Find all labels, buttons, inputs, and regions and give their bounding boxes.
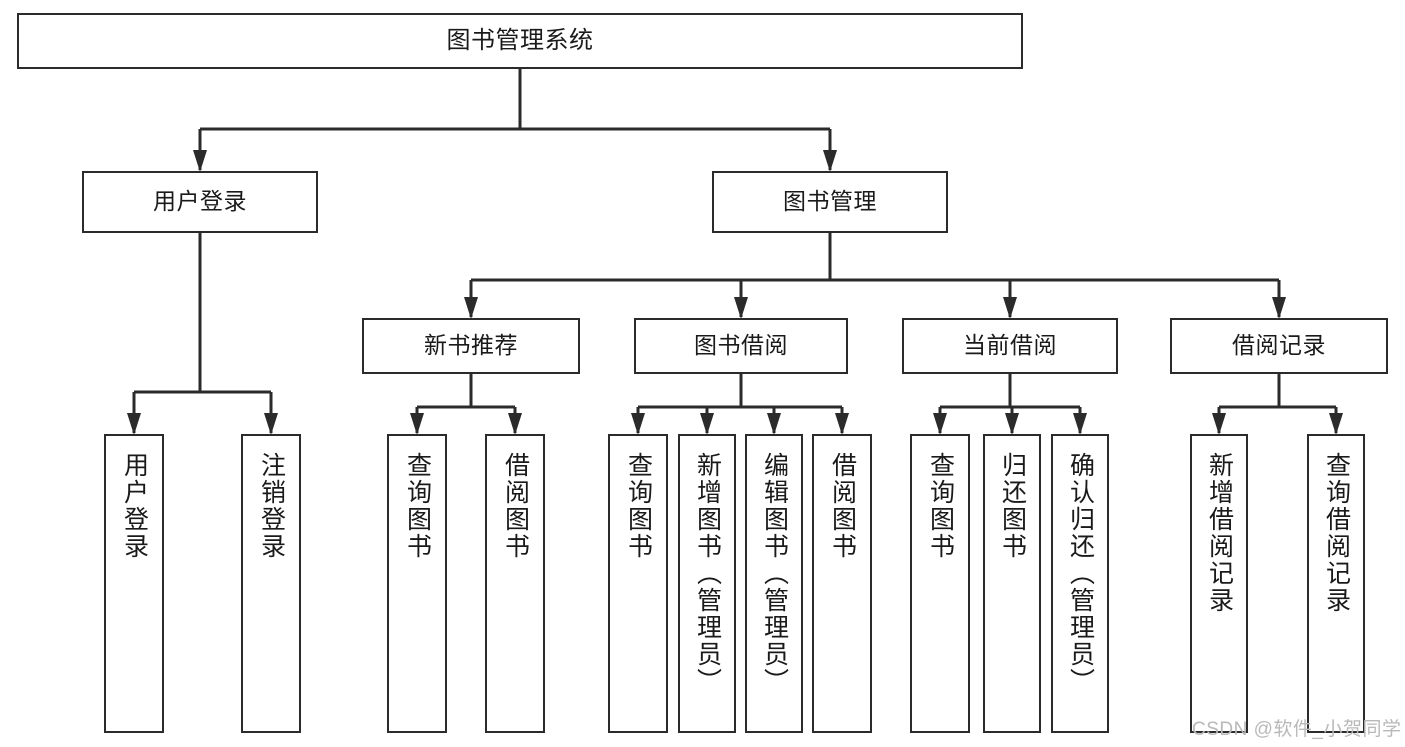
node-label: 当前借阅 — [963, 332, 1057, 359]
node-label: 编辑图书（管理员） — [760, 452, 789, 695]
node-leaf-return-book: 归还图书 — [983, 434, 1041, 733]
node-leaf-query-record: 查询借阅记录 — [1307, 434, 1365, 733]
node-book-borrow: 图书借阅 — [634, 318, 848, 374]
node-label: 图书管理 — [783, 188, 877, 215]
node-label: 借阅记录 — [1232, 332, 1326, 359]
node-leaf-user-login: 用户登录 — [104, 434, 164, 733]
node-leaf-borrow-book-2: 借阅图书 — [812, 434, 872, 733]
node-label: 查询借阅记录 — [1322, 452, 1351, 614]
node-root: 图书管理系统 — [17, 13, 1023, 69]
node-label: 注销登录 — [257, 452, 286, 560]
node-leaf-query-book-3: 查询图书 — [910, 434, 970, 733]
node-label: 借阅图书 — [501, 452, 530, 560]
node-current-borrow: 当前借阅 — [902, 318, 1118, 374]
node-label: 图书管理系统 — [446, 26, 594, 54]
node-leaf-borrow-book-1: 借阅图书 — [485, 434, 545, 733]
node-label: 查询图书 — [624, 452, 653, 560]
node-new-book-rec: 新书推荐 — [362, 318, 580, 374]
node-leaf-edit-book: 编辑图书（管理员） — [745, 434, 803, 733]
node-label: 图书借阅 — [694, 332, 788, 359]
node-label: 用户登录 — [153, 188, 247, 215]
node-leaf-add-record: 新增借阅记录 — [1190, 434, 1248, 733]
node-label: 用户登录 — [120, 452, 149, 560]
node-label: 借阅图书 — [828, 452, 857, 560]
node-leaf-add-book: 新增图书（管理员） — [678, 434, 736, 733]
node-label: 归还图书 — [998, 452, 1027, 560]
node-user-login: 用户登录 — [82, 171, 318, 233]
node-label: 查询图书 — [403, 452, 432, 560]
node-label: 查询图书 — [926, 452, 955, 560]
node-label: 新增图书（管理员） — [693, 452, 722, 695]
node-borrow-record: 借阅记录 — [1170, 318, 1388, 374]
node-leaf-confirm-return: 确认归还（管理员） — [1051, 434, 1109, 733]
node-book-manage: 图书管理 — [712, 171, 948, 233]
node-label: 新书推荐 — [424, 332, 518, 359]
node-label: 确认归还（管理员） — [1066, 452, 1095, 695]
watermark-text: CSDN @软件_小贺同学 — [1192, 719, 1402, 740]
node-leaf-user-logout: 注销登录 — [241, 434, 301, 733]
node-leaf-query-book-1: 查询图书 — [387, 434, 447, 733]
node-label: 新增借阅记录 — [1205, 452, 1234, 614]
node-leaf-query-book-2: 查询图书 — [608, 434, 668, 733]
